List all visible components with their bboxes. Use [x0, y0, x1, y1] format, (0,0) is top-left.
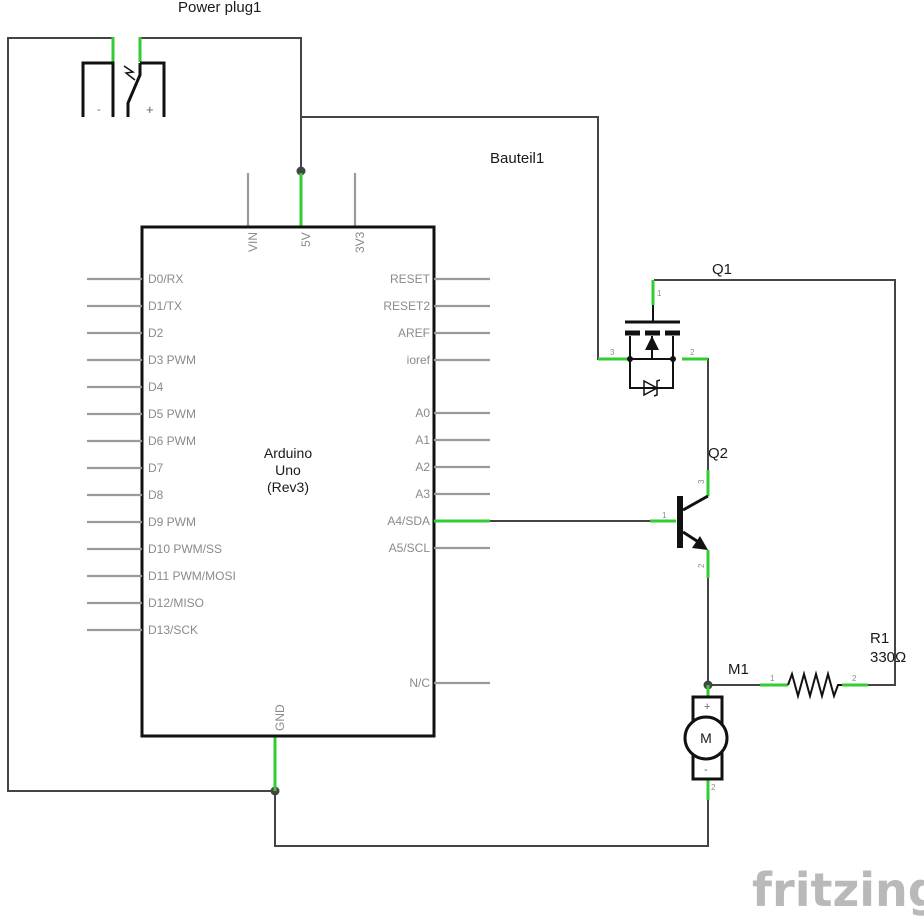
- left-pin-label: D8: [148, 488, 164, 502]
- q2-pin-1: 1: [662, 511, 667, 520]
- r1-pin-1: 1: [770, 674, 775, 683]
- wire-gnd-to-motor: [274, 790, 709, 847]
- left-pin-label: D10 PWM/SS: [148, 542, 222, 556]
- q1-pin-1: 1: [657, 289, 662, 298]
- q1-pin-2: 2: [690, 348, 695, 357]
- q1-mosfet: Q1 1 3 2: [598, 261, 732, 397]
- left-pin-label: D1/TX: [148, 299, 182, 313]
- r1-resistor: R1 330Ω 1 2: [760, 630, 906, 700]
- q2-pin-3: 3: [697, 479, 706, 484]
- junction-5v: [296, 166, 306, 176]
- q2-pin-2: 2: [697, 563, 706, 568]
- right-pin-label: A1: [415, 433, 430, 447]
- right-pin-label: N/C: [409, 676, 430, 690]
- r1-zigzag-icon: [787, 670, 842, 700]
- right-pin-label: A3: [415, 487, 430, 501]
- left-pin-label: D11 PWM/MOSI: [148, 569, 236, 583]
- pin-label-vin: VIN: [246, 232, 260, 252]
- wire-r1-to-q1-drain: [654, 279, 896, 686]
- q1-label: Q1: [712, 261, 732, 278]
- right-pin-label: ioref: [407, 353, 431, 367]
- arduino-title-line2: Uno: [275, 462, 301, 478]
- left-pin-label: D6 PWM: [148, 434, 196, 448]
- wire-plug-plus-to-5v: [139, 37, 302, 172]
- m1-pin-2: 2: [711, 783, 716, 792]
- pin-label-3v3: 3V3: [353, 231, 367, 253]
- plug-spark-icon: [123, 65, 136, 81]
- left-pin-label: D12/MISO: [148, 596, 204, 610]
- pin-label-5v: 5V: [299, 232, 313, 247]
- left-pin-label: D7: [148, 461, 164, 475]
- arduino-title-line3: (Rev3): [267, 479, 309, 495]
- q2-collector-line: [682, 494, 709, 512]
- power-plug-label: Power plug1: [178, 0, 261, 16]
- power-plug: Power plug1 - +: [81, 0, 261, 117]
- right-pin-label: A2: [415, 460, 430, 474]
- right-pin-label: AREF: [398, 326, 430, 340]
- r1-label: R1: [870, 630, 889, 647]
- q1-arrow-icon: [645, 336, 659, 350]
- plug-plus-label: +: [146, 102, 154, 117]
- left-pin-label: D0/RX: [148, 272, 183, 286]
- left-pin-label: D13/SCK: [148, 623, 198, 637]
- wire-plug-minus-to-gnd: [7, 37, 276, 792]
- m1-plus-sign: +: [704, 701, 710, 713]
- m1-rotor-icon: [683, 715, 729, 761]
- right-pin-label: A5/SCL: [389, 541, 431, 555]
- m1-label: M1: [728, 661, 749, 678]
- plug-minus-label: -: [97, 104, 101, 116]
- pin-label-gnd: GND: [273, 704, 287, 731]
- right-pin-label: RESET: [390, 272, 431, 286]
- arduino-title-line1: Arduino: [264, 445, 312, 461]
- right-pin-label: A4/SDA: [387, 514, 430, 528]
- left-pin-label: D2: [148, 326, 164, 340]
- q1-pin-3: 3: [610, 348, 615, 357]
- m1-letter: M: [700, 730, 712, 746]
- fritzing-logo: fritzing: [752, 863, 924, 917]
- r1-value: 330Ω: [870, 649, 906, 666]
- left-pin-label: D5 PWM: [148, 407, 196, 421]
- r1-pin-2: 2: [852, 674, 857, 683]
- arduino-body: [140, 225, 436, 738]
- plug-right-outline: [140, 61, 166, 117]
- right-pin-label: RESET2: [383, 299, 430, 313]
- q1-diode-bar: [653, 379, 661, 397]
- right-pin-label: A0: [415, 406, 430, 420]
- left-pin-label: D3 PWM: [148, 353, 196, 367]
- plug-outline: [81, 61, 115, 117]
- m1-minus-sign: -: [704, 764, 708, 776]
- q2-label: Q2: [708, 445, 728, 462]
- q2-transistor: Q2 3 1 2: [650, 445, 728, 578]
- wire-5v-to-q1-gate: [300, 116, 599, 360]
- arduino-uno: Arduino Uno (Rev3) VIN 5V 3V3 GND D0/RXD…: [87, 173, 490, 791]
- plug-contact: [126, 63, 142, 117]
- left-pin-label: D4: [148, 380, 164, 394]
- wires: [7, 37, 896, 847]
- q1-node-right: [670, 356, 676, 362]
- m1-motor: M1 M + - 2: [683, 661, 749, 800]
- q1-node-left: [627, 356, 633, 362]
- q2-arrow-icon: [692, 536, 708, 550]
- bauteil-label: Bauteil1: [490, 150, 544, 167]
- q1-diode-icon: [643, 379, 659, 397]
- left-pin-label: D9 PWM: [148, 515, 196, 529]
